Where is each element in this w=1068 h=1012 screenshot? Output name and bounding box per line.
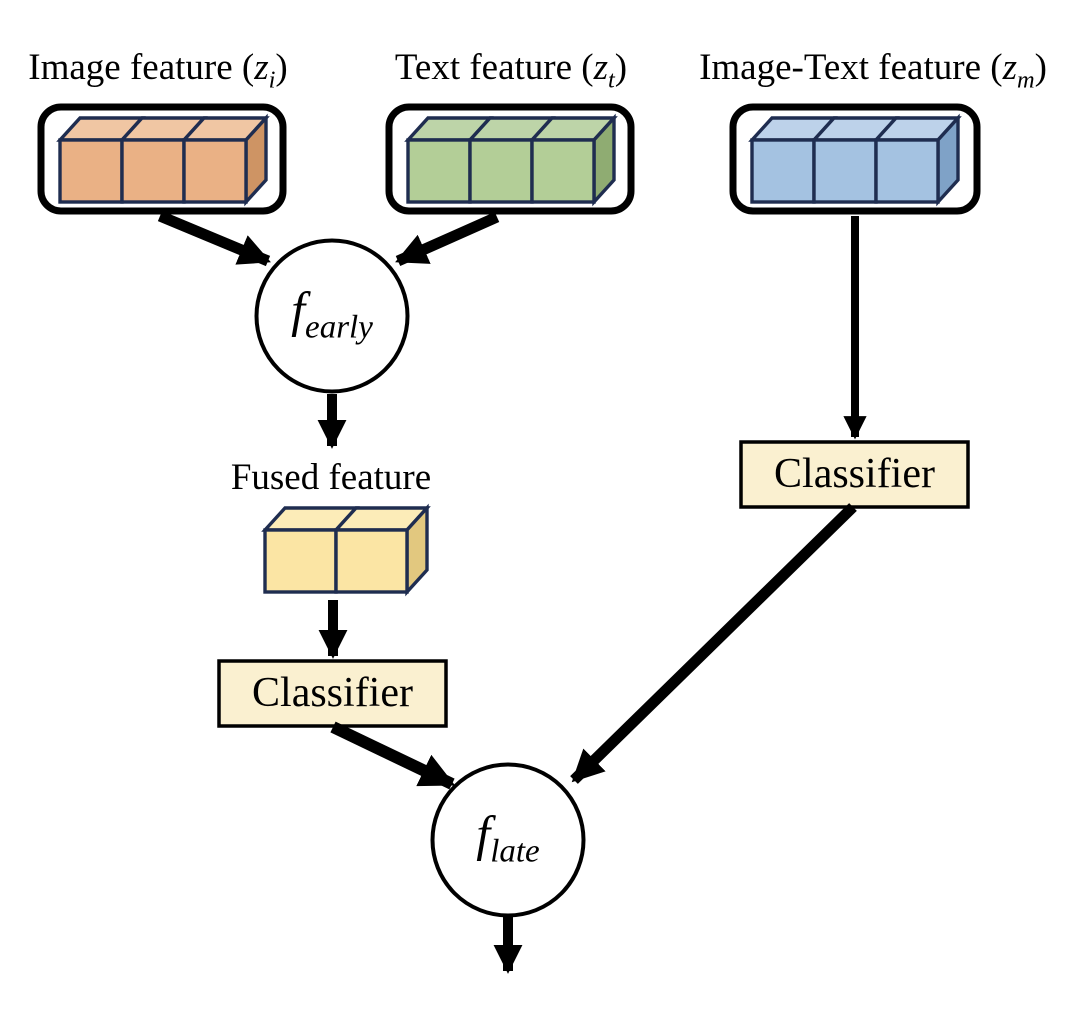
classifier-early-box	[217, 659, 448, 728]
late-fusion-node-label: flate	[476, 804, 539, 870]
cube-front-face	[468, 138, 534, 204]
label-text: Image-Text feature (	[699, 47, 1003, 88]
label-text: Text feature (	[394, 47, 594, 88]
feature-subscript: t	[608, 66, 615, 94]
cube-front-face	[334, 528, 409, 594]
cube-front-face	[58, 138, 124, 204]
arrow-classifier-late-to-late-fusion	[570, 503, 857, 784]
arrow-image-to-early-fusion	[157, 210, 271, 267]
cube-front-face	[182, 138, 248, 204]
label-text: )	[275, 47, 288, 88]
feature-subscript: m	[1016, 66, 1035, 94]
text-feature-cubes	[404, 113, 618, 207]
classifier-early-label: Classifier	[252, 670, 413, 716]
function-symbol: f	[291, 281, 306, 338]
cube-front-face	[812, 138, 878, 204]
image-text-feature-label: Image-Text feature (zm)	[692, 47, 1054, 94]
early-fusion-node-label: fearly	[291, 280, 373, 346]
cube-front-face	[874, 138, 940, 204]
arrow-text-to-early-fusion	[395, 211, 500, 267]
fused-feature-label: Fused feature	[230, 457, 432, 498]
cube-front-face	[530, 138, 596, 204]
image-text-feature-cubes	[748, 113, 962, 207]
cube-front-face	[406, 138, 472, 204]
function-symbol: f	[476, 805, 491, 862]
late-fusion-circle	[430, 762, 586, 918]
function-subscript: late	[490, 833, 540, 870]
feature-subscript: i	[268, 66, 276, 94]
cube-front-face	[263, 528, 338, 594]
label-text: )	[614, 47, 628, 88]
cube-front-face	[120, 138, 186, 204]
classifier-late-box	[739, 440, 970, 509]
text-feature-label: Text feature (zt)	[351, 47, 671, 94]
fused-feature-cubes	[261, 503, 431, 597]
classifier-late-label: Classifier	[774, 451, 935, 497]
arrow-classifier-early-to-late-fusion	[330, 721, 456, 790]
early-fusion-circle	[254, 238, 410, 394]
label-text: Image feature (	[28, 47, 255, 88]
image-feature-label: Image feature (zi)	[0, 47, 316, 94]
image-feature-cubes	[56, 113, 270, 207]
label-text: )	[1034, 47, 1047, 88]
function-subscript: early	[305, 309, 373, 346]
feature-symbol: z	[593, 47, 609, 88]
cube-front-face	[750, 138, 816, 204]
feature-symbol: z	[1002, 47, 1017, 88]
feature-symbol: z	[254, 47, 269, 88]
